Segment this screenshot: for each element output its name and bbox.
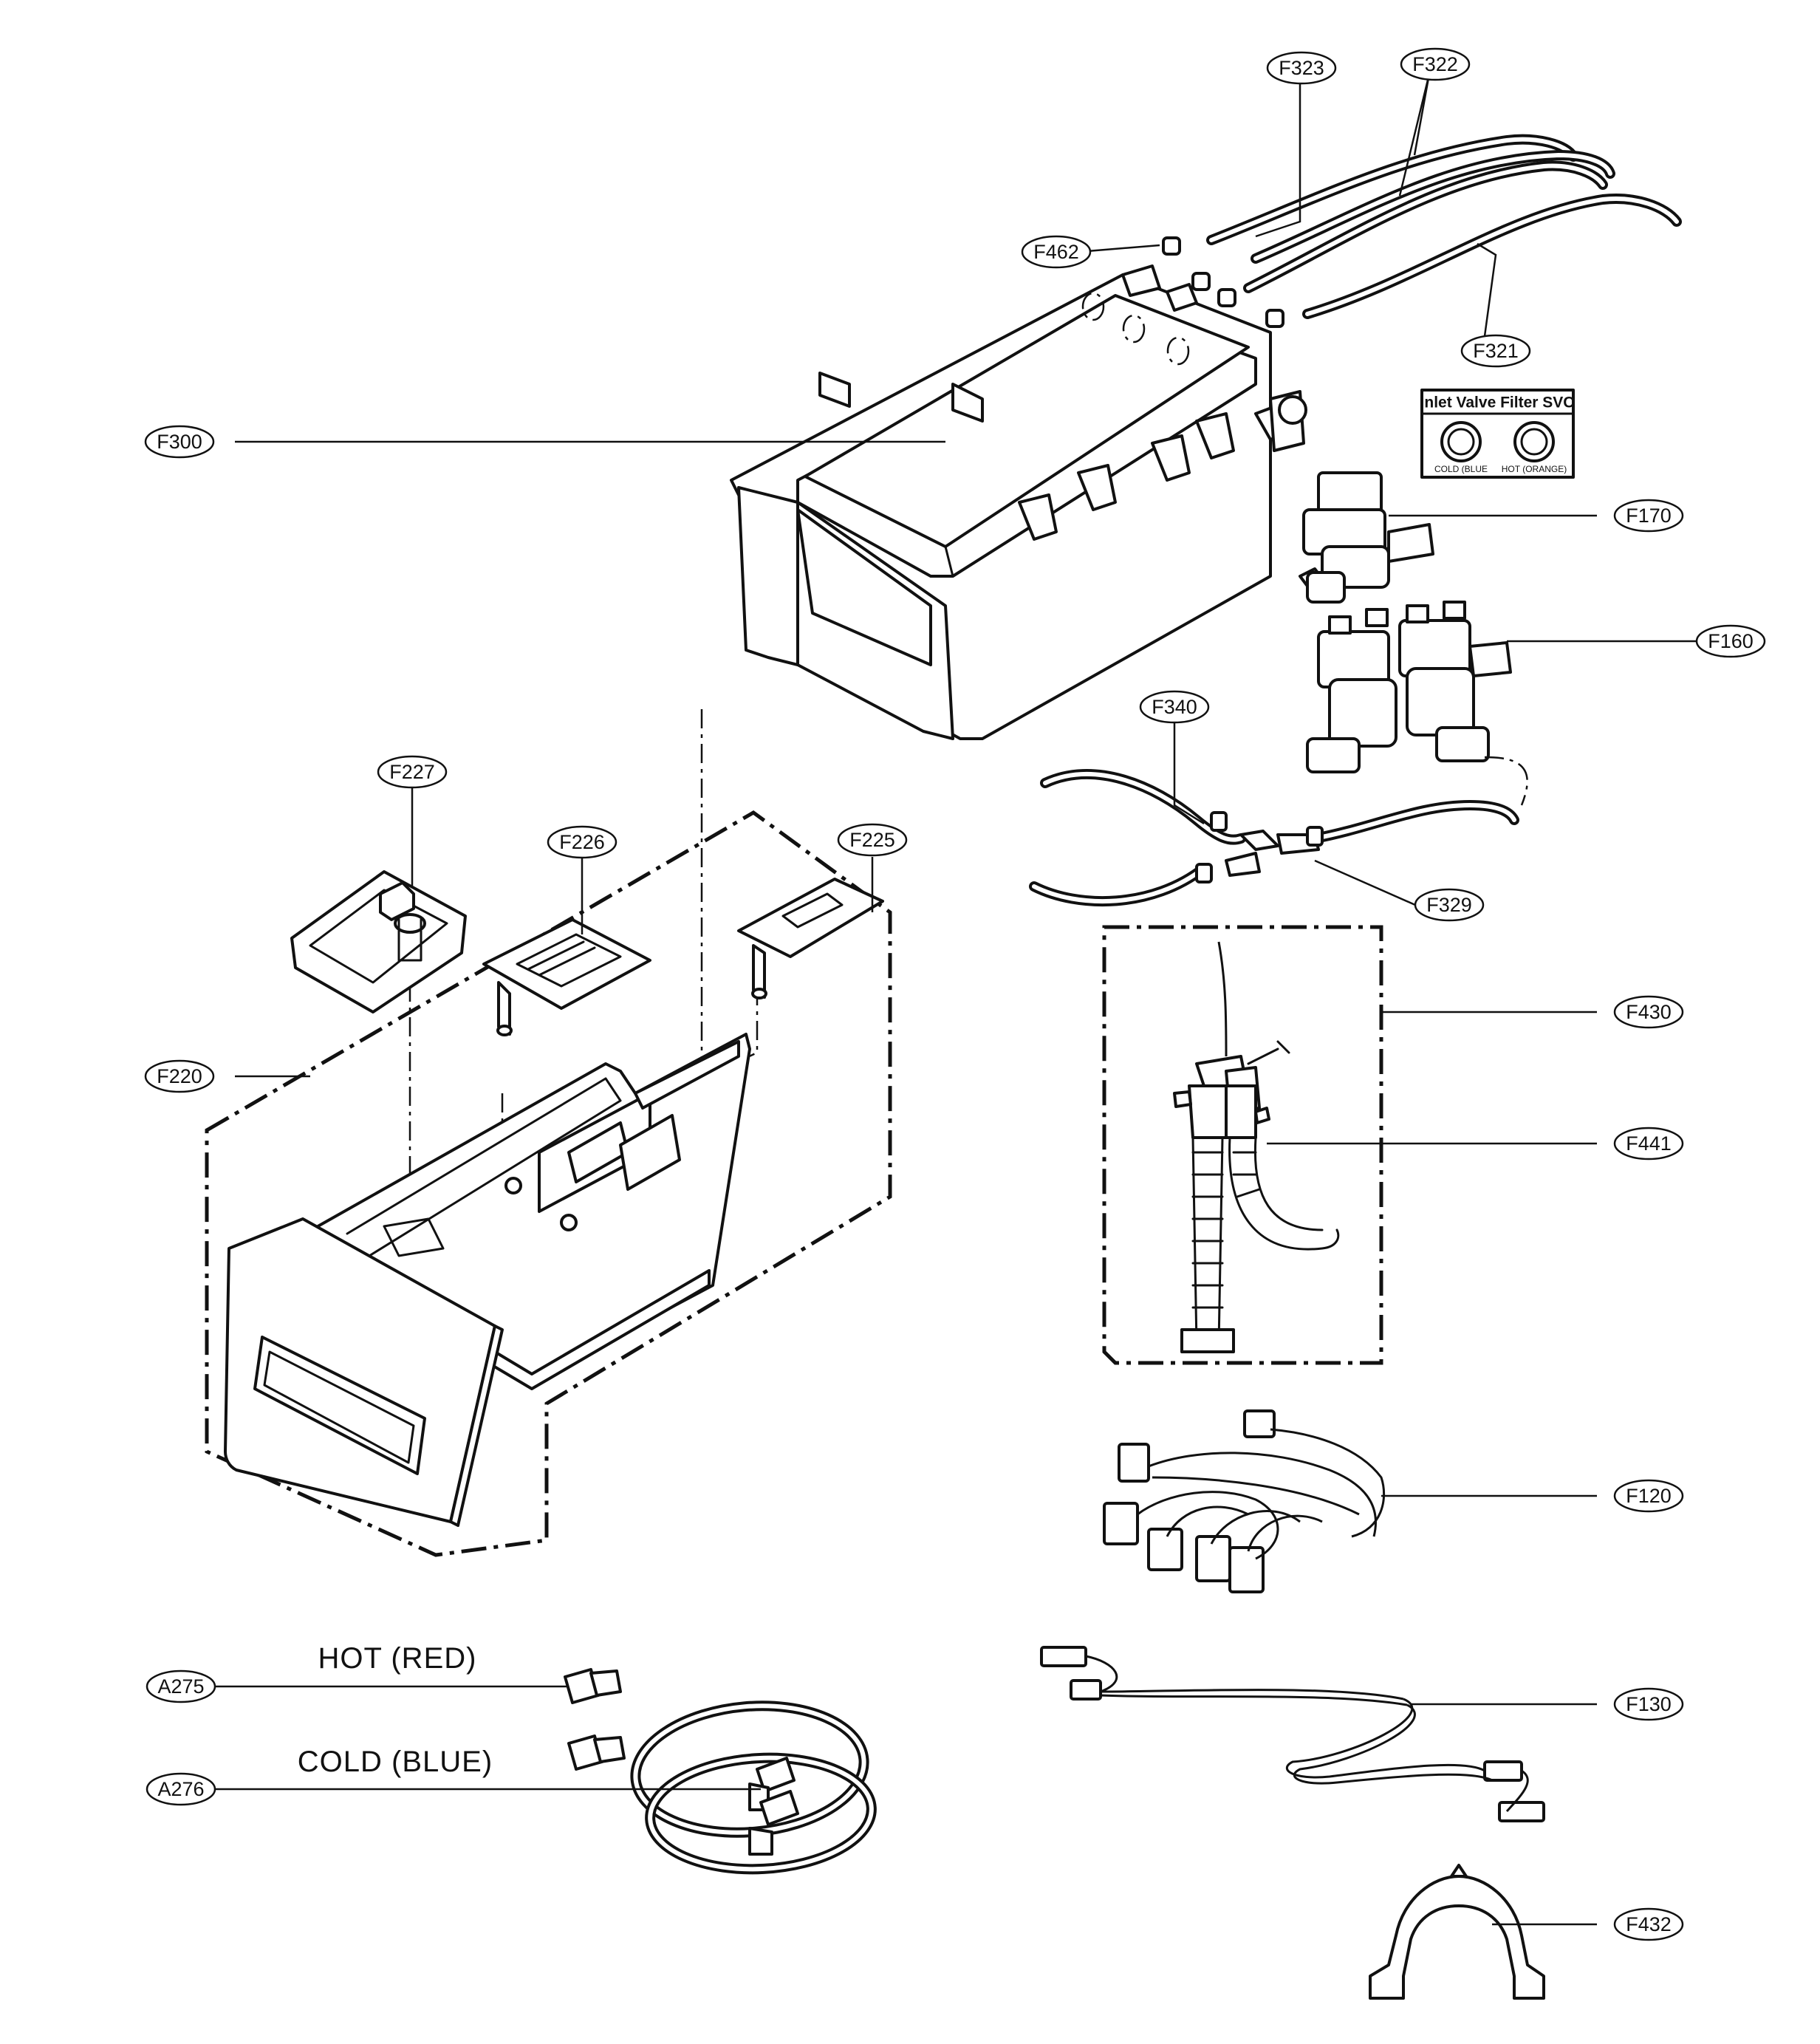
- detergent-cover-f225: [737, 878, 884, 999]
- callout-F462: F462: [1021, 235, 1092, 269]
- svg-text:F170: F170: [1626, 505, 1672, 527]
- svg-text:F220: F220: [157, 1065, 202, 1087]
- callout-F226: F226: [547, 825, 618, 859]
- svg-text:F462: F462: [1033, 241, 1079, 263]
- inlet-valve-filter-box: Inlet Valve Filter SVC COLD (BLUE HOT (O…: [1420, 389, 1575, 479]
- filter-cold-label: COLD (BLUE: [1434, 464, 1488, 474]
- hose-guide-f432: [1369, 1864, 1545, 2000]
- cold-hose-label: COLD (BLUE): [298, 1746, 493, 1778]
- callout-F430: F430: [1613, 995, 1684, 1029]
- bleach-cover-f226: [482, 918, 651, 1036]
- svg-text:F430: F430: [1626, 1001, 1672, 1023]
- dispenser-housing: [730, 264, 1307, 740]
- svg-text:F120: F120: [1626, 1485, 1672, 1507]
- callout-F322: F322: [1400, 47, 1471, 81]
- callout-F227: F227: [377, 755, 448, 789]
- inlet-valve-double: [1306, 601, 1528, 806]
- svg-text:F226: F226: [559, 831, 605, 853]
- svg-text:F130: F130: [1626, 1693, 1672, 1715]
- svg-text:F323: F323: [1279, 57, 1324, 79]
- callout-F130: F130: [1613, 1687, 1684, 1721]
- svg-text:A276: A276: [157, 1778, 204, 1800]
- inlet-hoses: [1206, 134, 1682, 319]
- inlet-valve-single: [1299, 471, 1434, 604]
- svg-text:F329: F329: [1426, 894, 1472, 916]
- callout-F340: F340: [1139, 690, 1210, 724]
- callout-F170: F170: [1613, 499, 1684, 533]
- wire-harness-f130: [1040, 1646, 1545, 1822]
- callout-F220: F220: [144, 1059, 215, 1093]
- valve-hose-assembly: [1029, 769, 1519, 907]
- svg-text:F432: F432: [1626, 1913, 1672, 1935]
- svg-text:F227: F227: [389, 761, 435, 783]
- callout-A275: A275: [146, 1669, 216, 1703]
- svg-text:F322: F322: [1412, 53, 1458, 75]
- drain-hose-group: [1102, 925, 1383, 1365]
- hose-clamps: [1162, 236, 1284, 328]
- svg-text:F441: F441: [1626, 1132, 1672, 1155]
- callout-A276: A276: [146, 1772, 216, 1806]
- callout-F329: F329: [1414, 888, 1485, 922]
- filter-box-title: Inlet Valve Filter SVC: [1420, 394, 1575, 411]
- dispenser-drawer: [224, 1033, 751, 1527]
- hot-hose-label: HOT (RED): [318, 1642, 477, 1675]
- svg-text:F160: F160: [1708, 630, 1754, 652]
- callout-F225: F225: [837, 823, 908, 857]
- water-inlet-hoses: [564, 1668, 877, 1875]
- leader-lines: [215, 73, 1697, 1926]
- wire-harness-f120: [1103, 1409, 1386, 1593]
- callout-F300: F300: [144, 425, 215, 459]
- svg-text:F321: F321: [1473, 340, 1519, 362]
- callout-F323: F323: [1266, 51, 1337, 85]
- callout-F120: F120: [1613, 1479, 1684, 1513]
- filter-hot-label: HOT (ORANGE): [1502, 464, 1567, 474]
- svg-text:F300: F300: [157, 431, 202, 453]
- callout-F432: F432: [1613, 1907, 1684, 1941]
- svg-text:A275: A275: [157, 1675, 204, 1698]
- svg-text:F225: F225: [849, 829, 895, 851]
- callouts: F323 F322 F462 F321 F300 F170 F160 F340: [144, 47, 1766, 1941]
- callout-F321: F321: [1460, 334, 1531, 368]
- callout-F160: F160: [1695, 624, 1766, 658]
- softener-cap-f227: [290, 870, 467, 1014]
- svg-text:F340: F340: [1152, 696, 1197, 718]
- callout-F441: F441: [1613, 1127, 1684, 1161]
